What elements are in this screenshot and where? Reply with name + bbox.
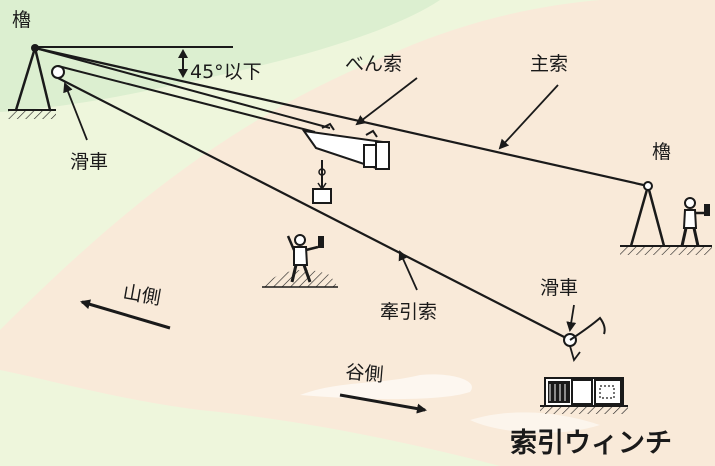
bensaku-label: べん索	[345, 53, 402, 75]
right-pulley-label: 滑車	[540, 277, 578, 299]
angle-indicator-icon	[178, 49, 188, 78]
right-tower	[620, 181, 712, 255]
cloud	[470, 412, 600, 433]
main-cable-pointer-arrow	[498, 84, 559, 150]
bensaku-line	[34, 47, 331, 129]
left-pulley-pointer-arrow	[63, 82, 88, 141]
traction-cable-label: 牽引索	[380, 301, 437, 323]
winch-label: 索引ウィンチ	[510, 428, 672, 459]
uphill-arrow-icon	[80, 299, 171, 330]
right-pulley-pointer-arrow	[566, 304, 577, 332]
return-line	[57, 65, 316, 133]
center-worker-icon	[262, 234, 338, 288]
downhill-label: 谷側	[345, 361, 385, 386]
right-tower-label: 櫓	[652, 141, 671, 163]
upper-hill	[0, 0, 440, 112]
left-tower-label: 櫓	[12, 9, 31, 31]
traction-cable-pointer-arrow	[398, 250, 418, 291]
bensaku-pointer-arrow	[355, 77, 418, 126]
main-cable-label: 主索	[530, 53, 568, 75]
right-pulley-icon	[563, 316, 606, 362]
angle-label: 45°以下	[190, 61, 262, 83]
carriage-icon	[301, 122, 390, 204]
right-worker-icon	[680, 197, 710, 247]
winch-icon	[540, 377, 628, 414]
traction-cable-line	[57, 77, 571, 341]
cloud	[300, 374, 472, 400]
left-pulley-label: 滑車	[70, 151, 108, 173]
downhill-arrow-icon	[339, 393, 427, 414]
main-cable-line	[34, 46, 649, 188]
